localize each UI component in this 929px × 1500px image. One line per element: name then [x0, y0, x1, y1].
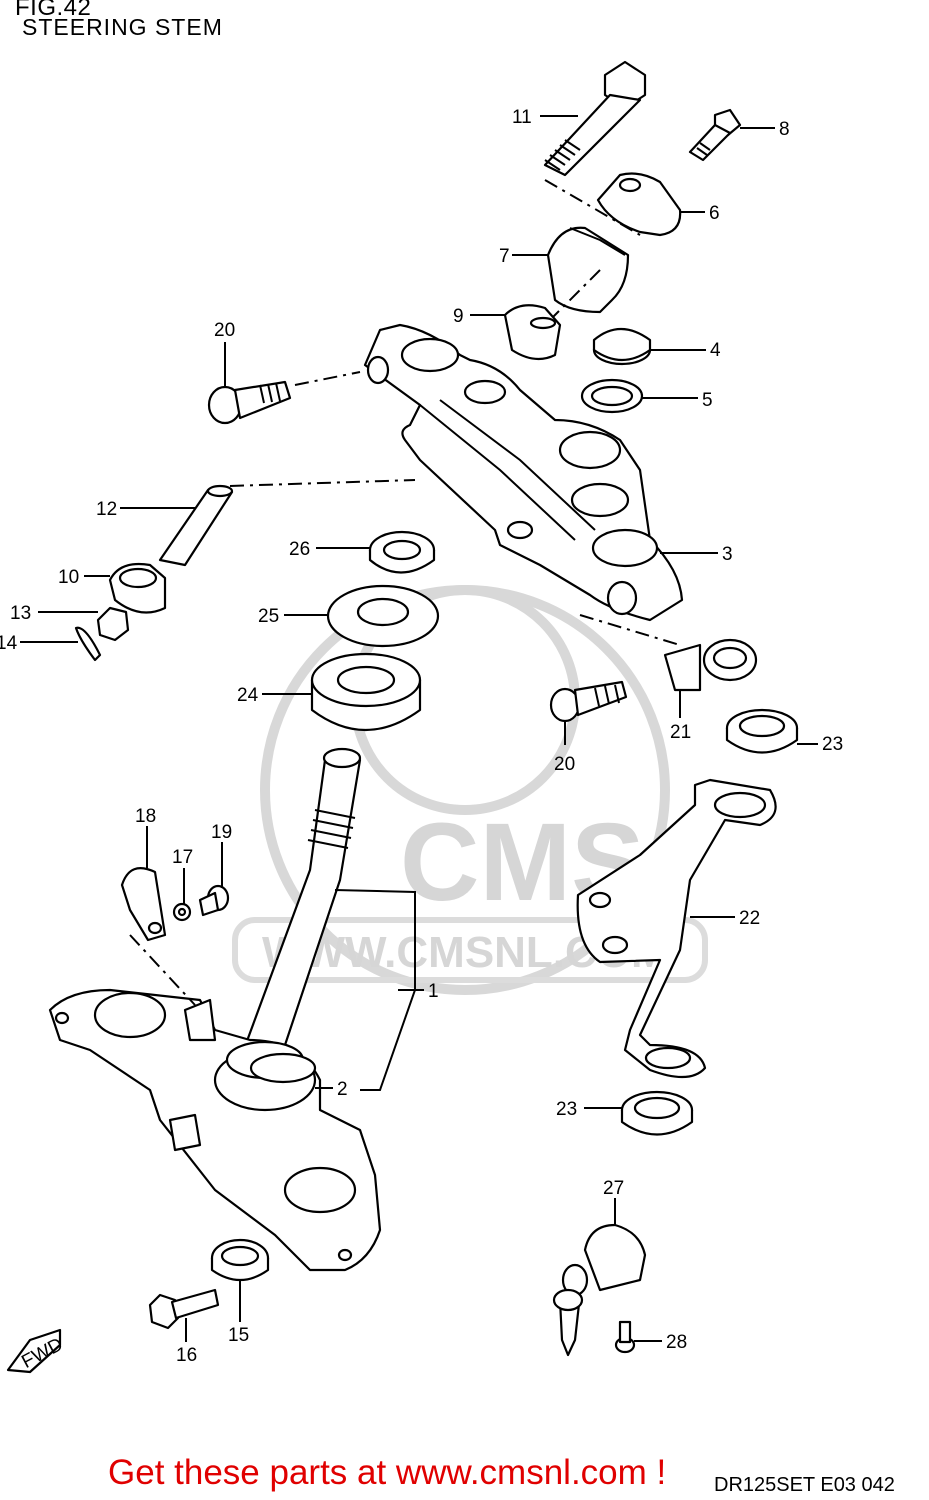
part-25-washer — [326, 584, 440, 648]
label-part-4: 4 — [710, 340, 721, 361]
part-20-bolt-lower — [549, 680, 628, 723]
part-15-clamp — [210, 1238, 270, 1281]
part-26-nut — [368, 530, 436, 574]
label-part-5: 5 — [702, 390, 713, 411]
part-22-bracket — [576, 778, 777, 1079]
label-part-20-upper: 20 — [214, 320, 235, 341]
part-9-cushion — [503, 304, 562, 361]
diagram-code: DR125SET E03 042 — [714, 1474, 895, 1496]
part-8-bolt — [688, 108, 742, 162]
label-part-15: 15 — [228, 1325, 249, 1346]
label-part-23-bottom: 23 — [556, 1099, 577, 1120]
label-part-13: 13 — [10, 603, 31, 624]
part-21-clip — [663, 638, 758, 692]
label-part-2: 2 — [337, 1079, 348, 1100]
part-17-washer — [172, 902, 192, 922]
part-4-cap — [592, 328, 652, 366]
label-part-14: 14 — [0, 633, 18, 654]
part-19-screw — [198, 884, 230, 917]
label-part-25: 25 — [258, 606, 279, 627]
figure-title: STEERING STEM — [22, 14, 223, 40]
part-20-bolt-upper — [207, 371, 361, 425]
buy-parts-link[interactable]: Get these parts at www.cmsnl.com ! — [108, 1453, 667, 1492]
label-part-23-right: 23 — [822, 734, 843, 755]
part-16-bolt — [148, 1288, 220, 1330]
label-part-6: 6 — [709, 203, 720, 224]
figure-number: FIG.42 — [15, 0, 92, 21]
label-part-16: 16 — [176, 1345, 197, 1366]
part-6-clamp-upper — [596, 172, 682, 237]
part-7-holder — [546, 226, 630, 321]
part-23-grommet-upper — [725, 708, 799, 754]
label-part-27: 27 — [603, 1178, 624, 1199]
label-part-28: 28 — [666, 1332, 687, 1353]
part-23-grommet-lower — [620, 1090, 694, 1136]
label-part-12: 12 — [96, 499, 117, 520]
part-10-damper — [108, 562, 167, 614]
label-part-26: 26 — [289, 539, 310, 560]
label-part-1: 1 — [428, 981, 439, 1002]
part-12-pipe — [158, 484, 234, 567]
label-part-17: 17 — [172, 847, 193, 868]
part-2-seal — [249, 1052, 317, 1084]
part-24-bearing — [310, 652, 422, 732]
part-13-nut — [96, 606, 130, 642]
label-part-22: 22 — [739, 908, 760, 929]
label-part-10: 10 — [58, 567, 79, 588]
label-part-11: 11 — [512, 107, 532, 128]
leader-lines — [20, 115, 818, 1342]
label-part-24: 24 — [237, 685, 259, 706]
label-part-8: 8 — [779, 119, 790, 140]
label-part-20-lower: 20 — [554, 754, 575, 775]
part-14-cotter-pin — [74, 626, 102, 662]
part-27-ignition-switch — [552, 1223, 647, 1357]
label-part-19: 19 — [211, 822, 232, 843]
label-part-18: 18 — [135, 806, 156, 827]
part-28-screw — [614, 1320, 636, 1354]
part-5-washer — [580, 378, 644, 414]
label-part-3: 3 — [722, 544, 733, 565]
label-part-7: 7 — [499, 246, 510, 267]
part-3-upper-bracket — [229, 323, 684, 646]
fwd-arrow-icon: FWD — [6, 1328, 66, 1374]
label-part-21: 21 — [670, 722, 691, 743]
part-18-plate — [120, 867, 167, 942]
label-part-9: 9 — [453, 306, 464, 327]
part-number-labels: 11 8 6 7 9 20 4 5 12 26 3 10 13 25 14 24… — [0, 107, 843, 1366]
